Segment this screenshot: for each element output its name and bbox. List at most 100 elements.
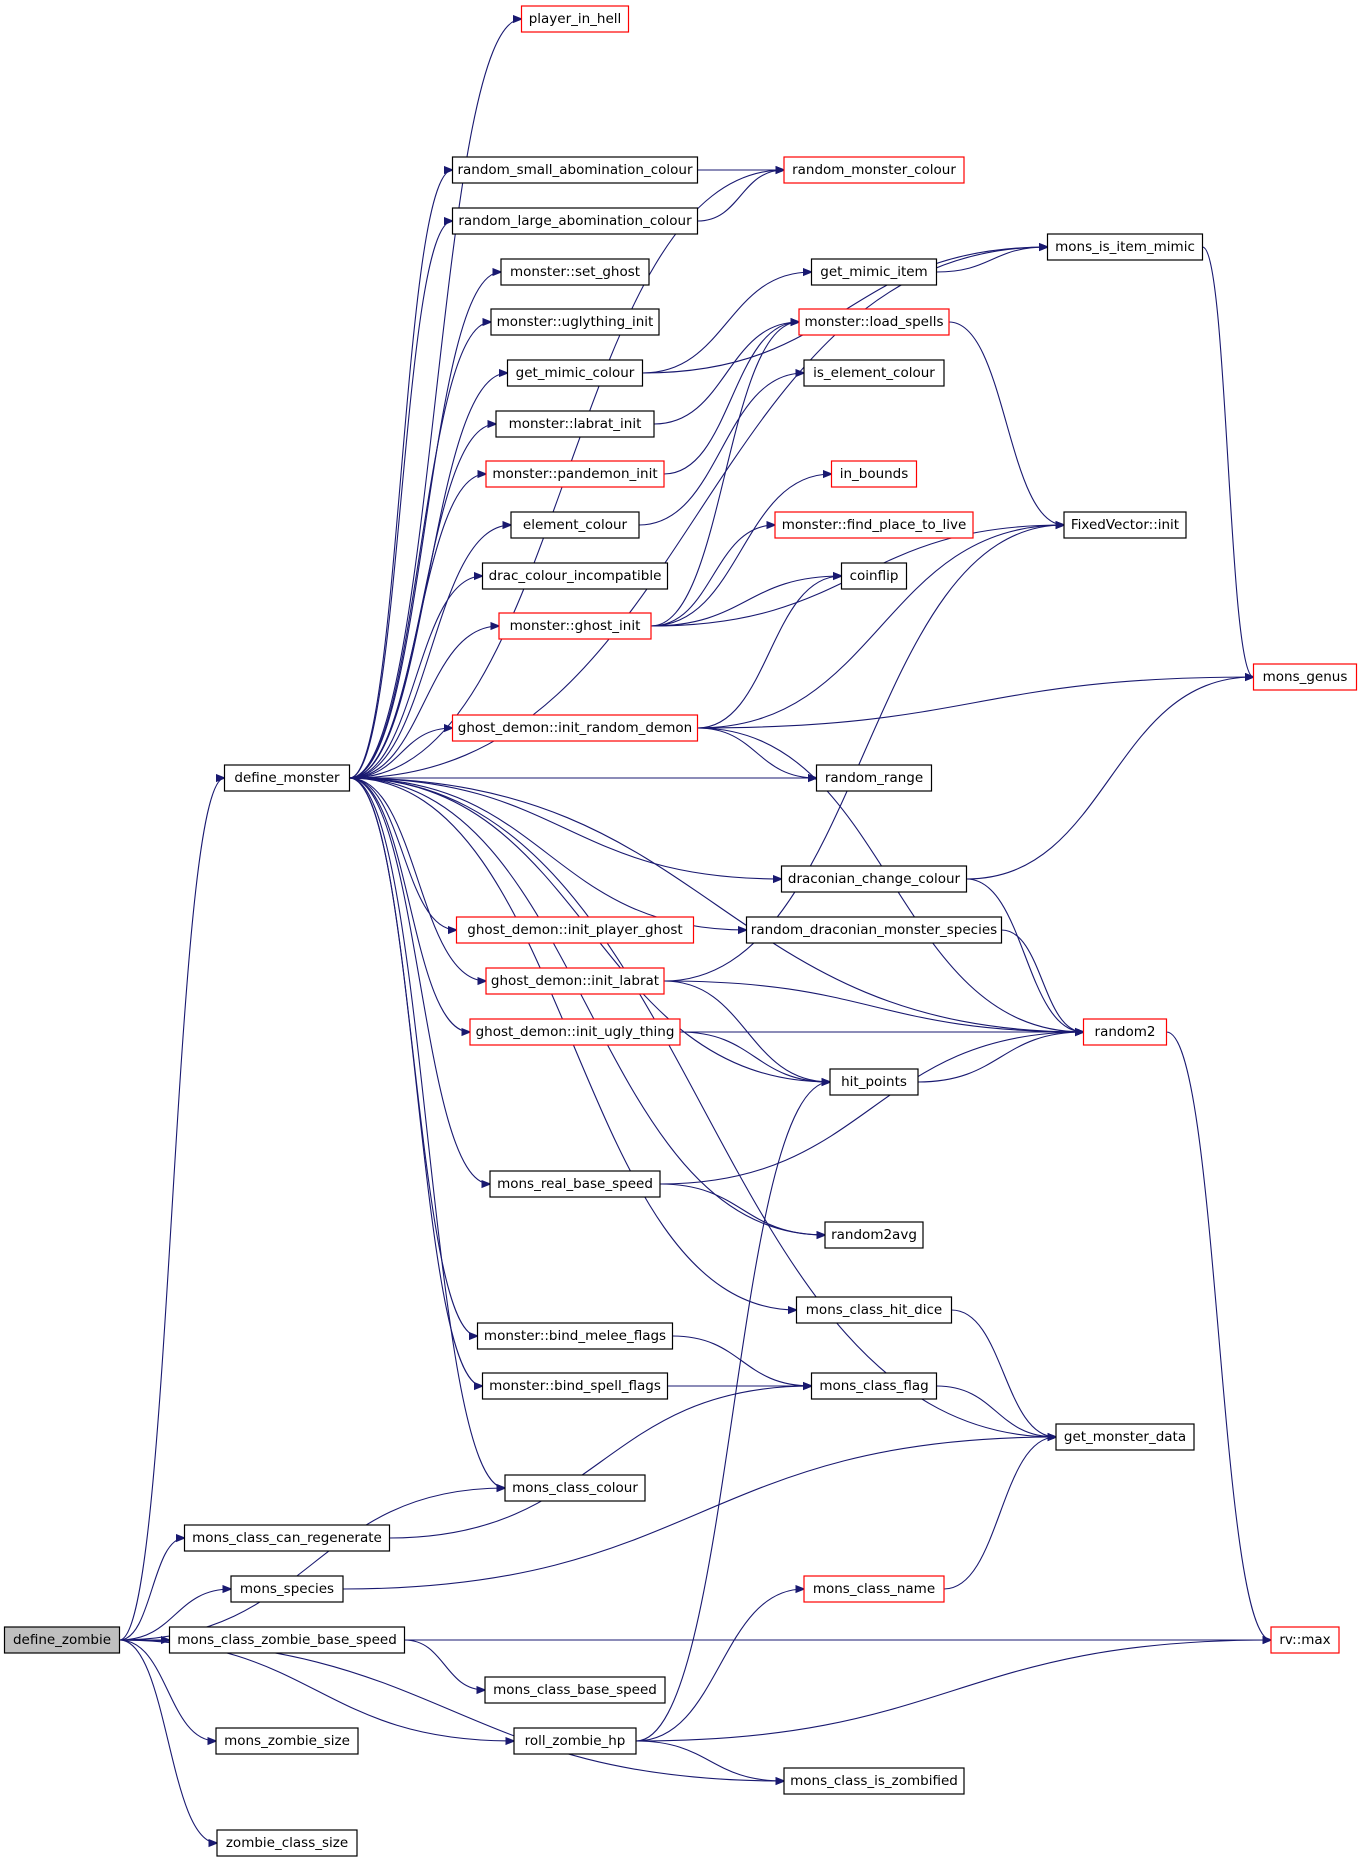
- node-in-bounds[interactable]: in_bounds: [830, 460, 918, 488]
- node-mons-genus[interactable]: mons_genus: [1252, 663, 1358, 691]
- node-mons-real-base-speed[interactable]: mons_real_base_speed: [489, 1170, 661, 1198]
- node-box: [783, 156, 965, 184]
- node-box: [798, 308, 950, 336]
- edge-get-mimic-item-to-mons-is-item-mimic: [936, 247, 1048, 273]
- node-rv-max[interactable]: rv::max: [1270, 1626, 1340, 1654]
- node-random-draconian-monster-species[interactable]: random_draconian_monster_species: [745, 916, 1003, 944]
- edge-element-colour-to-is-element-colour: [638, 373, 804, 526]
- node-draconian-change-colour[interactable]: draconian_change_colour: [780, 865, 968, 893]
- edge-define-monster-to-drac-colour-incompatible: [349, 576, 483, 779]
- node-mons-class-colour[interactable]: mons_class_colour: [504, 1474, 646, 1502]
- node-init-ugly-thing[interactable]: ghost_demon::init_ugly_thing: [469, 1018, 681, 1046]
- edge-define-monster-to-random2avg: [349, 777, 826, 1235]
- node-label: mons_class_base_speed: [493, 1682, 657, 1698]
- node-random-large-abomination-colour[interactable]: random_large_abomination_colour: [451, 207, 699, 235]
- node-label: ghost_demon::init_labrat: [491, 973, 659, 989]
- node-mons-species[interactable]: mons_species: [230, 1575, 344, 1603]
- node-mons-class-hit-dice[interactable]: mons_class_hit_dice: [795, 1296, 953, 1324]
- node-label: monster::pandemon_init: [492, 466, 657, 482]
- node-mons-class-name[interactable]: mons_class_name: [803, 1575, 945, 1603]
- edge-define-monster-to-ghost-init: [349, 626, 500, 779]
- node-box: [451, 207, 699, 235]
- node-box: [824, 1221, 924, 1249]
- node-pandemon-init[interactable]: monster::pandemon_init: [485, 460, 665, 488]
- node-random-monster-colour[interactable]: random_monster_colour: [783, 156, 965, 184]
- edge-define-monster-to-bind-spell-flags: [349, 777, 483, 1386]
- edge-define-zombie-to-mons-class-can-regenerate: [119, 1538, 185, 1641]
- node-label: define_zombie: [13, 1632, 111, 1648]
- node-random-small-abomination-colour[interactable]: random_small_abomination_colour: [451, 156, 699, 184]
- node-label: random2avg: [831, 1227, 917, 1243]
- node-label: coinflip: [850, 568, 899, 584]
- node-init-player-ghost[interactable]: ghost_demon::init_player_ghost: [455, 916, 695, 944]
- node-mons-class-is-zombified[interactable]: mons_class_is_zombified: [783, 1767, 965, 1795]
- node-label: random_monster_colour: [792, 162, 956, 178]
- node-is-element-colour[interactable]: is_element_colour: [803, 359, 945, 387]
- node-set-ghost[interactable]: monster::set_ghost: [500, 258, 650, 286]
- node-element-colour[interactable]: element_colour: [510, 511, 640, 539]
- node-box: [1252, 663, 1358, 691]
- node-label: ghost_demon::init_ugly_thing: [476, 1024, 675, 1040]
- node-box: [745, 916, 1003, 944]
- node-random-range[interactable]: random_range: [815, 764, 933, 792]
- node-init-random-demon[interactable]: ghost_demon::init_random_demon: [451, 714, 699, 742]
- node-get-mimic-item[interactable]: get_mimic_item: [810, 258, 938, 286]
- edge-init-random-demon-to-mons-genus: [697, 677, 1254, 729]
- node-fixedvector-init[interactable]: FixedVector::init: [1063, 511, 1187, 539]
- node-label: mons_genus: [1263, 669, 1348, 685]
- node-label: mons_species: [240, 1581, 334, 1597]
- node-mons-class-base-speed[interactable]: mons_class_base_speed: [484, 1676, 666, 1704]
- node-box: [829, 1068, 919, 1096]
- node-label: monster::find_place_to_live: [782, 517, 967, 533]
- edge-mons-class-flag-to-get-monster-data: [936, 1385, 1057, 1437]
- node-player-in-hell[interactable]: player_in_hell: [520, 5, 630, 33]
- node-random2[interactable]: random2: [1082, 1018, 1168, 1046]
- node-get-monster-data[interactable]: get_monster_data: [1055, 1423, 1195, 1451]
- node-hit-points[interactable]: hit_points: [829, 1068, 919, 1096]
- node-box: [484, 1676, 666, 1704]
- node-label: random_range: [825, 770, 923, 786]
- edge-define-monster-to-init-random-demon: [349, 728, 453, 779]
- node-roll-zombie-hp[interactable]: roll_zombie_hp: [513, 1727, 637, 1755]
- node-mons-is-item-mimic[interactable]: mons_is_item_mimic: [1046, 233, 1204, 261]
- node-label: monster::uglything_init: [497, 314, 654, 330]
- node-box: [481, 562, 669, 590]
- node-bind-melee-flags[interactable]: monster::bind_melee_flags: [476, 1322, 674, 1350]
- node-zombie-class-size[interactable]: zombie_class_size: [216, 1829, 358, 1857]
- node-define-zombie[interactable]: define_zombie: [3, 1626, 121, 1654]
- node-bind-spell-flags[interactable]: monster::bind_spell_flags: [481, 1372, 669, 1400]
- edge-draconian-change-colour-to-random2: [966, 878, 1084, 1032]
- edge-roll-zombie-hp-to-mons-class-name: [635, 1589, 804, 1742]
- node-load-spells[interactable]: monster::load_spells: [798, 308, 950, 336]
- node-mons-class-zombie-base-speed[interactable]: mons_class_zombie_base_speed: [168, 1626, 406, 1654]
- node-labrat-init[interactable]: monster::labrat_init: [495, 410, 655, 438]
- node-label: ghost_demon::init_random_demon: [458, 720, 692, 736]
- node-drac-colour-incompatible[interactable]: drac_colour_incompatible: [481, 562, 669, 590]
- edge-ghost-init-to-find-place-to-live: [650, 525, 775, 627]
- node-ghost-init[interactable]: monster::ghost_init: [498, 612, 652, 640]
- node-find-place-to-live[interactable]: monster::find_place_to_live: [774, 511, 974, 539]
- node-label: random_large_abomination_colour: [458, 213, 692, 229]
- node-label: random_small_abomination_colour: [457, 162, 693, 178]
- node-get-mimic-colour[interactable]: get_mimic_colour: [506, 359, 644, 387]
- node-box: [455, 916, 695, 944]
- edge-ghost-init-to-in-bounds: [650, 474, 832, 627]
- node-init-labrat[interactable]: ghost_demon::init_labrat: [485, 967, 665, 995]
- node-uglything-init[interactable]: monster::uglything_init: [490, 308, 660, 336]
- node-mons-zombie-size[interactable]: mons_zombie_size: [215, 1727, 359, 1755]
- node-box: [1082, 1018, 1168, 1046]
- node-box: [783, 1767, 965, 1795]
- node-mons-class-flag[interactable]: mons_class_flag: [810, 1372, 938, 1400]
- node-random2avg[interactable]: random2avg: [824, 1221, 924, 1249]
- node-coinflip[interactable]: coinflip: [840, 562, 908, 590]
- edge-define-monster-to-random-small-abomination-colour: [349, 170, 453, 779]
- edge-define-zombie-to-mons-species: [119, 1589, 232, 1641]
- node-label: mons_class_colour: [512, 1480, 638, 1496]
- edge-mons-is-item-mimic-to-mons-genus: [1202, 246, 1254, 677]
- node-label: mons_class_hit_dice: [806, 1302, 942, 1318]
- edge-define-monster-to-uglything-init: [349, 322, 492, 779]
- node-define-monster[interactable]: define_monster: [223, 764, 351, 792]
- node-mons-class-can-regenerate[interactable]: mons_class_can_regenerate: [183, 1524, 391, 1552]
- edge-random2-to-rv-max: [1166, 1031, 1272, 1640]
